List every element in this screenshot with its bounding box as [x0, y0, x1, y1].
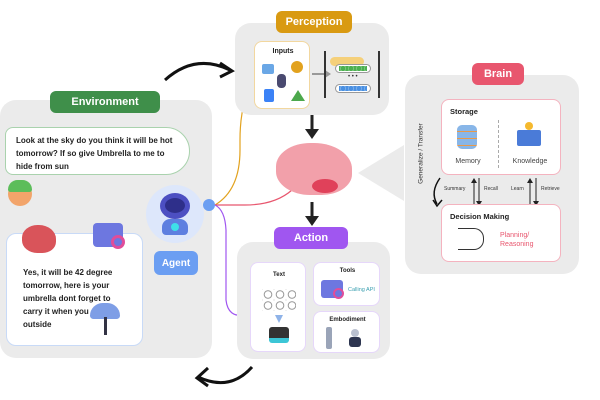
memory-database-icon — [457, 125, 477, 149]
image-icon — [262, 64, 274, 74]
embedding-ellipsis: • • • — [348, 74, 358, 80]
user-avatar-icon — [8, 180, 32, 206]
api-browser-icon — [321, 280, 344, 299]
embedding-row-yellow — [330, 57, 364, 66]
knowledge-book-icon — [517, 122, 541, 146]
typewriter-icon — [269, 327, 289, 343]
storage-card: Storage Memory Knowledge — [441, 99, 561, 175]
robot-arm-icon — [326, 327, 332, 349]
tools-card: Tools Calling API — [313, 262, 380, 306]
audio-icon — [291, 61, 303, 73]
text-action-card: Text — [250, 262, 306, 352]
person-icon — [277, 74, 286, 88]
planning-reasoning-label: Planning/ Reasoning — [500, 232, 534, 248]
document-icon — [264, 89, 274, 102]
decision-making-card: Decision Making Planning/ Reasoning — [441, 204, 561, 262]
decision-making-label: Decision Making — [450, 212, 510, 221]
center-brain-icon — [276, 143, 352, 195]
user-message-text: Look at the sky do you think it will be … — [16, 136, 173, 171]
brain-to-action-arrow — [305, 202, 319, 226]
flow-arrow-bottom — [194, 365, 254, 388]
storage-divider — [498, 120, 499, 168]
agent-reply-card: Yes, it will be 42 degree tomorrow, here… — [6, 233, 143, 346]
perception-title: Perception — [276, 11, 352, 33]
tools-caption: Calling API — [348, 287, 375, 293]
memory-label: Memory — [455, 158, 481, 165]
learn-label: Learn — [511, 186, 524, 192]
user-message-bubble: Look at the sky do you think it will be … — [5, 127, 190, 175]
agent-connector-node — [203, 199, 215, 211]
embedding-row-blue — [335, 84, 371, 93]
text-action-label: Text — [273, 272, 285, 278]
environment-title: Environment — [50, 91, 160, 113]
flow-arrow-top — [163, 61, 235, 82]
agent-reply-text: Yes, it will be 42 degree tomorrow, here… — [23, 268, 113, 329]
embodiment-card: Embodiment — [313, 311, 380, 353]
knowledge-label: Knowledge — [512, 158, 548, 165]
perception-to-brain-arrow — [305, 115, 319, 139]
agent-robot-icon — [146, 185, 204, 243]
embedding-bracket — [324, 51, 380, 98]
tools-label: Tools — [339, 268, 356, 274]
embedding-row-green — [335, 64, 371, 73]
summary-label: Summary — [444, 186, 466, 192]
browser-search-icon — [93, 223, 125, 249]
storage-label: Storage — [450, 107, 478, 116]
inputs-card: Inputs — [254, 41, 310, 109]
planning-path-icon — [458, 228, 484, 250]
embodiment-label: Embodiment — [329, 317, 366, 323]
map-location-icon — [291, 90, 305, 101]
humanoid-robot-icon — [344, 329, 366, 349]
brain-sticker-icon — [22, 225, 56, 253]
brain-pointer-shape — [358, 145, 404, 201]
down-arrow-icon — [275, 315, 283, 323]
action-title: Action — [274, 227, 348, 249]
agent-label: Agent — [154, 251, 198, 275]
umbrella-icon — [90, 303, 120, 337]
retrieve-label: Retrieve — [541, 186, 560, 192]
brain-title: Brain — [472, 63, 524, 85]
recall-label: Recall — [484, 186, 498, 192]
inputs-label: Inputs — [272, 48, 294, 55]
network-nodes-icon — [262, 289, 296, 311]
